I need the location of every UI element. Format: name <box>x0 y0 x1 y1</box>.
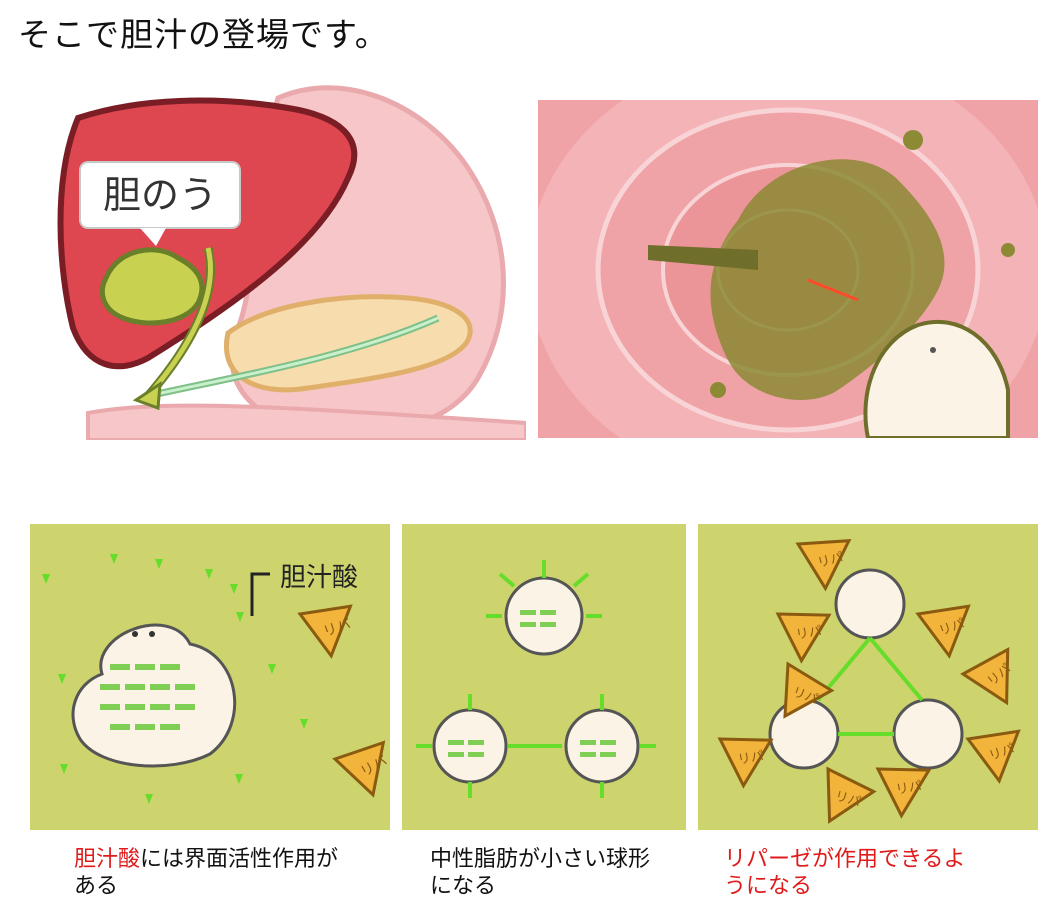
bile-acid-label: 胆汁酸 <box>280 563 358 593</box>
caption-text: リパーゼが作用できるよ <box>724 847 966 872</box>
gallbladder-label: 胆のう <box>103 173 217 217</box>
bile-splash <box>710 159 945 400</box>
arrow-head <box>132 381 162 411</box>
svg-text:リパ: リパ <box>895 779 923 798</box>
liver-gallbladder-illustration: 胆のう <box>48 78 526 440</box>
label-pointer <box>250 572 270 616</box>
caption-text: 中性脂肪が小さい球形 <box>430 847 651 872</box>
svg-text:リパ: リパ <box>795 624 823 643</box>
lipase-enzymes: リパ リパ リパ リパ リパ リパ リパ リパ リパ <box>717 539 1021 824</box>
caption-lipase: リパーゼが作用できるよ うになる <box>724 846 1024 900</box>
duct-opening <box>648 245 758 270</box>
bile-acid-molecules <box>42 554 308 804</box>
fat-droplet-character <box>863 319 1010 438</box>
caption-text: うになる <box>724 874 813 899</box>
micelle <box>432 708 508 784</box>
bile-acid-panel: 胆汁酸 リパ リパ <box>30 524 390 830</box>
svg-text:リパ: リパ <box>816 550 845 571</box>
triglyceride-marks <box>100 664 195 730</box>
lipase-enzyme: リパ <box>297 604 353 659</box>
bile-acid-molecules <box>416 560 656 798</box>
caption-text: には界面活性作用が <box>140 847 339 872</box>
gallbladder-shape <box>99 247 205 326</box>
svg-text:リパ: リパ <box>737 749 765 768</box>
svg-text:リパ: リパ <box>833 789 862 810</box>
micelle-panel <box>402 524 686 830</box>
bile-release-illustration <box>538 100 1038 438</box>
micelle <box>564 708 640 784</box>
caption-text: になる <box>430 874 497 899</box>
caption-bile-acid: 胆汁酸には界面活性作用が ある <box>74 846 374 900</box>
caption-highlight: 胆汁酸 <box>74 847 141 872</box>
intestine-shape <box>86 403 526 440</box>
lipase-enzyme: リパ <box>332 740 390 798</box>
lipase-action-panel: リパ リパ リパ リパ リパ リパ リパ リパ リパ <box>698 524 1038 830</box>
micelle <box>504 576 584 656</box>
page-title: そこで胆汁の登場です。 <box>18 15 389 54</box>
caption-small-spheres: 中性脂肪が小さい球形 になる <box>430 846 680 900</box>
fat-droplet-character <box>71 623 237 768</box>
caption-text: ある <box>74 874 119 899</box>
